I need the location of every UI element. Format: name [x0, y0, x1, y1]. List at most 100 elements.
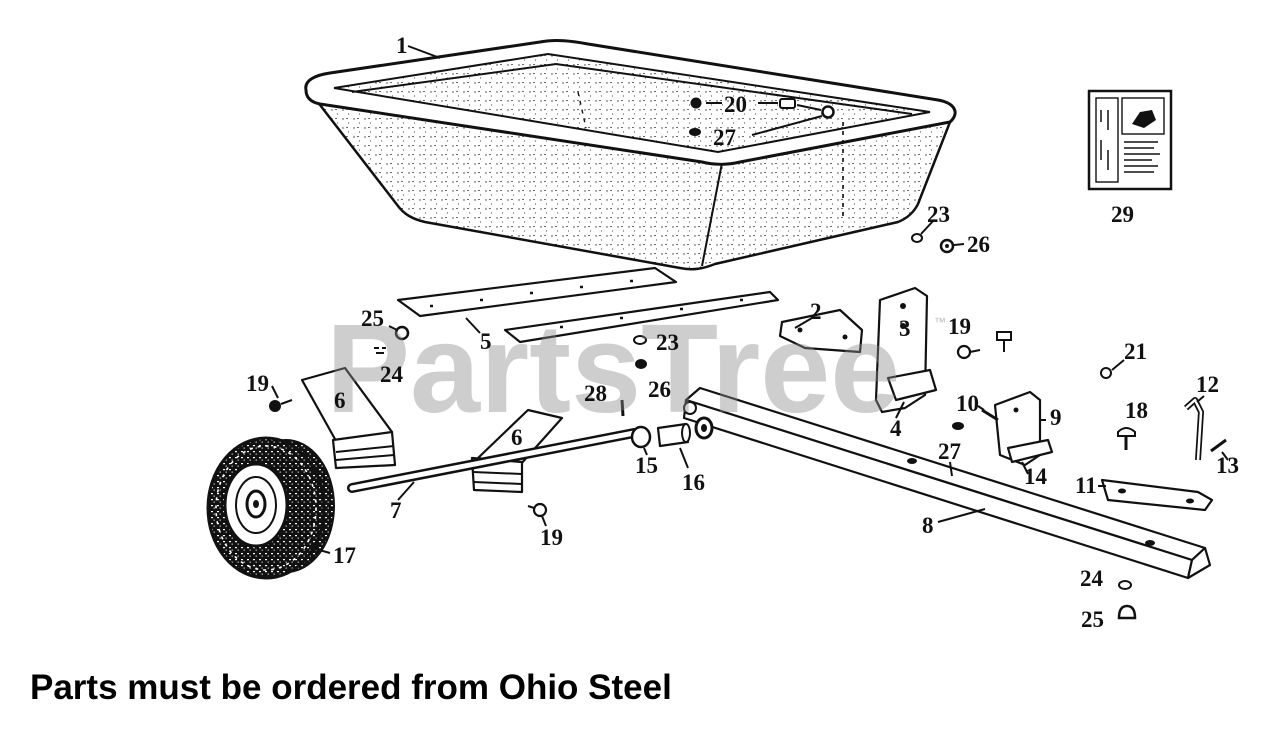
- nut-icon: [394, 325, 410, 341]
- leader-line: [977, 405, 985, 411]
- part-4-clip: [886, 368, 938, 419]
- bolt-body: [620, 399, 625, 417]
- leader-line: [1196, 395, 1205, 403]
- pin-body-inner: [1185, 398, 1203, 461]
- callout-24: 24: [1080, 566, 1104, 591]
- tub-corner-edge: [701, 162, 723, 267]
- callout-26: 26: [967, 232, 990, 257]
- callout-19: 19: [540, 525, 563, 550]
- callout-4: 4: [890, 416, 902, 441]
- leader-line: [311, 547, 331, 554]
- leader-line: [1111, 359, 1125, 371]
- callout-8: 8: [922, 513, 934, 538]
- callout-14: 14: [1024, 464, 1048, 489]
- nut-hole: [945, 244, 949, 248]
- bolt-head-icon: [269, 400, 281, 412]
- tongue-hole: [907, 458, 917, 464]
- decal-cart-icon: [1132, 110, 1156, 128]
- callout-6: 6: [334, 388, 346, 413]
- part-27-washer-middle: [949, 422, 964, 477]
- bolt-head-icon: [1100, 367, 1112, 379]
- bolt-shank-icon: [779, 98, 796, 109]
- callout-25: 25: [1081, 607, 1104, 632]
- part-27-washer: [689, 115, 823, 136]
- callout-24: 24: [380, 362, 404, 387]
- pin-body: [981, 408, 999, 422]
- part-16-spacer: [656, 416, 714, 469]
- part-23-26-middle-hardware: [633, 335, 647, 369]
- bolt-shank-icon: [280, 399, 293, 405]
- strip-upper: [396, 266, 678, 318]
- ordering-note: Parts must be ordered from Ohio Steel: [30, 668, 672, 707]
- callout-12: 12: [1196, 372, 1219, 397]
- callout-23: 23: [656, 330, 679, 355]
- washer-icon: [689, 128, 701, 136]
- callout-19: 19: [246, 371, 269, 396]
- callout-19: 19: [948, 314, 971, 339]
- leader-line: [794, 317, 813, 329]
- callout-28: 28: [584, 381, 607, 406]
- callout-15: 15: [635, 453, 658, 478]
- tongue-hole: [1145, 540, 1155, 546]
- callout-11: 11: [1075, 473, 1097, 498]
- part-21-bolt: [1100, 359, 1125, 379]
- strip-lower: [503, 290, 780, 344]
- exploded-parts-diagram: PartsTree ™ 1 20 27 23 26 29 2 3 19 25 5…: [206, 33, 1239, 632]
- cotter-body: [1210, 438, 1227, 453]
- part-11-plate: [1098, 478, 1214, 512]
- tongue-hole: [683, 401, 697, 415]
- hinge-knuckles: [472, 471, 523, 485]
- part-17-wheel: [206, 436, 335, 580]
- leader-line: [388, 325, 398, 331]
- tub-center-dashed: [577, 91, 587, 129]
- leader-line: [527, 505, 535, 509]
- strip-lower-holes: [560, 298, 743, 329]
- part-19-bolt-bottom: [527, 502, 548, 527]
- callout-25: 25: [361, 306, 384, 331]
- tire-tread-ring: [215, 445, 317, 571]
- spacer-end: [681, 423, 691, 443]
- washer-icon: [374, 347, 386, 354]
- part-19-bolt-left: [269, 399, 293, 412]
- callout-23: 23: [927, 202, 950, 227]
- callout-6: 6: [511, 425, 523, 450]
- wheel-hub-hole: [253, 500, 259, 508]
- callout-3: 3: [899, 316, 911, 341]
- part-8-tongue: [682, 386, 1212, 580]
- part-2-bracket: [778, 308, 864, 354]
- bolt-nut-icon: [821, 105, 835, 119]
- callout-26: 26: [648, 377, 671, 402]
- leader-line: [679, 447, 689, 469]
- leader-line: [937, 508, 986, 523]
- leader-line: [465, 317, 481, 334]
- bolt-shank-icon: [969, 349, 981, 353]
- hinge-knuckles: [335, 445, 395, 461]
- leader-line: [953, 243, 965, 246]
- leader-line: [1021, 461, 1029, 475]
- callout-10: 10: [956, 391, 979, 416]
- callout-16: 16: [682, 470, 705, 495]
- part-23-26-tub-hardware: [911, 233, 965, 254]
- leader-line: [1221, 451, 1229, 461]
- plate-hole: [1118, 488, 1126, 494]
- callout-21: 21: [1124, 339, 1147, 364]
- callout-7: 7: [390, 498, 402, 523]
- clip-body: [1006, 438, 1054, 464]
- leader-line: [796, 104, 822, 111]
- bolt-head-icon: [690, 97, 702, 109]
- clip-body: [886, 368, 938, 402]
- part-20-bolts: [690, 97, 835, 119]
- upright-hole: [900, 303, 906, 309]
- part-28-bolt: [620, 399, 625, 417]
- decal-inner-right: [1121, 97, 1165, 135]
- upright-hole: [900, 323, 906, 329]
- leader-line: [643, 447, 648, 456]
- washer-icon: [633, 335, 647, 345]
- bracket-plate: [778, 308, 864, 354]
- plate-hole: [1186, 498, 1194, 504]
- part-15-washer: [630, 425, 652, 456]
- nut-icon: [635, 359, 647, 369]
- leader-line: [920, 219, 935, 235]
- part-13-cotter-pin: [1210, 438, 1227, 453]
